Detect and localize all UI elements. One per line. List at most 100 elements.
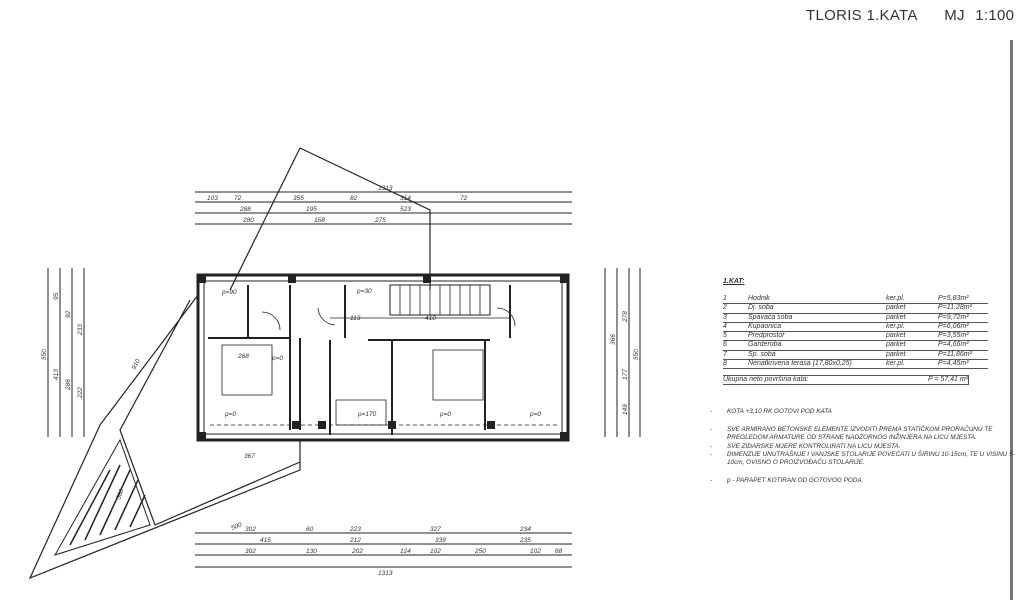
legend-area: P=3,55m² bbox=[938, 332, 969, 340]
legend-area: P=4,66m² bbox=[938, 341, 969, 349]
legend-row: 7 Sp. soba parket P=11,86m² bbox=[723, 350, 988, 361]
plan-label: p=0 bbox=[439, 411, 451, 418]
dim: 149 bbox=[622, 404, 629, 415]
title-text: TLORIS 1.KATA bbox=[806, 7, 918, 24]
legend-name: Hodnik bbox=[748, 295, 770, 302]
legend-floor: parket bbox=[886, 313, 906, 321]
dim: 195 bbox=[306, 206, 317, 213]
dim: 288 bbox=[239, 206, 251, 213]
note-item: -p - PARAPET KOTIRAN OD GOTOVOG PODA. bbox=[710, 477, 864, 485]
dim: 72 bbox=[460, 195, 468, 202]
dim: 234 bbox=[519, 526, 531, 533]
legend-floor: ker.pl. bbox=[886, 360, 905, 368]
plan-label: 268 bbox=[237, 353, 249, 360]
dim: 223 bbox=[349, 526, 361, 533]
legend-no: 2 bbox=[723, 304, 727, 312]
scale-value: 1:100 bbox=[975, 7, 1015, 24]
dim: 60 bbox=[306, 526, 314, 533]
legend-no: 6 bbox=[723, 341, 727, 349]
dim: 280 bbox=[242, 217, 254, 224]
dim: 102 bbox=[430, 548, 441, 555]
dim: 222 bbox=[77, 387, 84, 399]
legend-name: Nenatkrivena terasa (17,80x0,25) bbox=[748, 360, 852, 368]
legend-name: Sp. soba bbox=[748, 350, 776, 358]
plan-label: 500 bbox=[230, 521, 243, 531]
plan-label: 113 bbox=[350, 315, 361, 322]
dim: 550 bbox=[633, 349, 640, 360]
note-item: -KOTA +3,10 RK GOTOVI POD KATA bbox=[710, 408, 832, 415]
drawing-frame-edge bbox=[1010, 40, 1013, 600]
dim: 68 bbox=[555, 548, 563, 555]
legend-floor: parket bbox=[886, 350, 906, 358]
plan-label: 910 bbox=[131, 358, 142, 371]
legend-floor: ker.pl. bbox=[886, 295, 905, 302]
dim: 275 bbox=[374, 217, 386, 224]
legend-no: 4 bbox=[723, 322, 727, 330]
legend-name: Predprostor bbox=[748, 332, 785, 340]
dim: 102 bbox=[530, 548, 541, 555]
legend-no: 8 bbox=[723, 360, 727, 368]
legend-area: P=11,28m² bbox=[938, 304, 972, 312]
legend-no: 1 bbox=[723, 295, 727, 302]
columns bbox=[198, 275, 568, 440]
dim: 95 bbox=[53, 292, 60, 300]
plan-label: p=90 bbox=[221, 289, 237, 296]
plan-label: p=170 bbox=[357, 411, 377, 418]
dim: 82 bbox=[350, 195, 358, 202]
dim: 202 bbox=[351, 548, 363, 555]
dim: 302 bbox=[245, 548, 256, 555]
dim: 158 bbox=[314, 217, 325, 224]
dim: 177 bbox=[622, 369, 629, 380]
dim: 355 bbox=[293, 195, 304, 202]
note-item: -DIMENZIJE UNUTRAŠNJE I VANJSKE STOLARIJ… bbox=[710, 450, 1015, 467]
legend-heading: 1.KAT: bbox=[723, 278, 745, 285]
total-label: Ukupna neto površina kata: bbox=[723, 376, 809, 384]
legend-row: 8 Nenatkrivena terasa (17,80x0,25) ker.pl.… bbox=[723, 360, 988, 370]
dim: 233 bbox=[77, 324, 84, 336]
dim: 314 bbox=[400, 195, 411, 202]
dim-bottom-total: 1313 bbox=[378, 570, 393, 577]
dim: 130 bbox=[306, 548, 317, 555]
dim: 250 bbox=[474, 548, 486, 555]
dim: 339 bbox=[435, 537, 446, 544]
legend-no: 7 bbox=[723, 350, 727, 358]
plan-label: p=0 bbox=[224, 411, 236, 418]
dim: 278 bbox=[622, 311, 629, 323]
note-item: -SVE ZIDARSKE MJERE KONTROLIRATI NA LICU… bbox=[710, 442, 901, 450]
scale-label: MJ bbox=[944, 7, 965, 24]
dim: 72 bbox=[234, 195, 242, 202]
dim-top-total: 1313 bbox=[378, 185, 393, 192]
dim: 366 bbox=[610, 334, 617, 345]
dim: 235 bbox=[519, 537, 531, 544]
plan-label: p=30 bbox=[356, 288, 372, 295]
plan-label: p=0 bbox=[529, 411, 541, 418]
plan-label: 367 bbox=[244, 453, 255, 460]
legend-area: P=5,83m² bbox=[938, 295, 969, 302]
legend-no: 3 bbox=[723, 313, 727, 321]
legend-area: P=11,86m² bbox=[938, 350, 972, 358]
dim: 286 bbox=[65, 379, 72, 391]
dim: 413 bbox=[53, 369, 60, 380]
notes: -KOTA +3,10 RK GOTOVI POD KATA -SVE ARMI… bbox=[710, 408, 1020, 485]
dim: 302 bbox=[245, 526, 256, 533]
legend-floor: parket bbox=[886, 341, 906, 349]
legend-name: Spavaća soba bbox=[748, 313, 793, 321]
dim: 415 bbox=[260, 537, 271, 544]
dim: 523 bbox=[400, 206, 411, 213]
building-walls bbox=[196, 273, 570, 442]
room-legend: 1.KAT: 1 Hodnik ker.pl. P=5,83m² 2 Dj. soba pa… bbox=[723, 278, 988, 386]
dimension-lines bbox=[47, 191, 641, 568]
plan-label: 410 bbox=[425, 315, 436, 322]
dim: 327 bbox=[430, 526, 441, 533]
dim: 103 bbox=[207, 195, 218, 202]
legend-row: 1 Hodnik ker.pl. P=5,83m² bbox=[723, 295, 988, 305]
dim: 550 bbox=[41, 349, 48, 360]
plan-label: p=0 bbox=[271, 355, 283, 362]
legend-name: Dj. soba bbox=[748, 304, 774, 312]
